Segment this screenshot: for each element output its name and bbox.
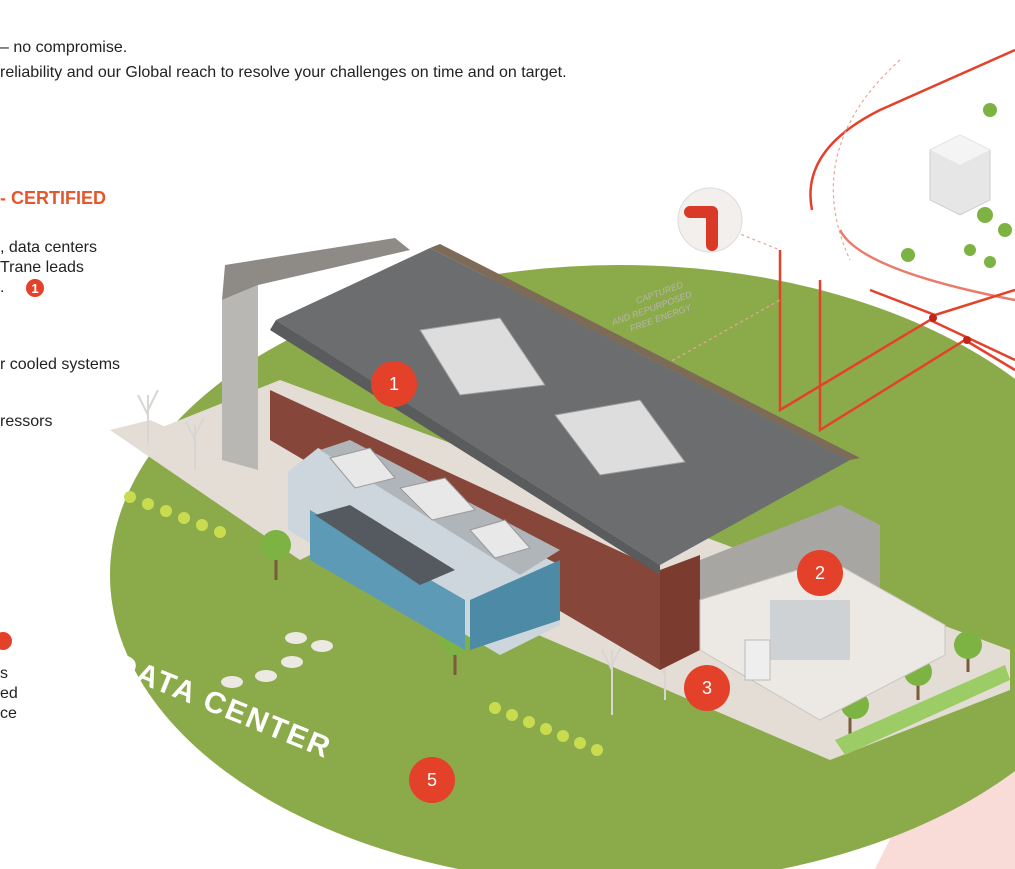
callout-3[interactable]: 3 xyxy=(684,665,730,711)
callout-2[interactable]: 2 xyxy=(797,550,843,596)
callout-5[interactable]: 5 xyxy=(409,757,455,803)
inline-badge-partial xyxy=(0,632,12,650)
section-heading: - CERTIFIED xyxy=(0,188,106,208)
shrub-row xyxy=(124,491,603,756)
main-building xyxy=(222,238,946,721)
body-line-compressors: ressors xyxy=(0,413,53,430)
bare-trees xyxy=(137,389,666,715)
hedge-strip xyxy=(835,665,1010,755)
body-line-cooled: r cooled systems xyxy=(0,356,121,373)
junction-dot xyxy=(929,314,937,322)
energy-lines xyxy=(778,48,1015,433)
pipe-elbow xyxy=(684,206,718,251)
body-line-1: , data centers xyxy=(0,239,97,256)
stepping-stones xyxy=(221,632,333,688)
body-line-3: . xyxy=(0,279,5,296)
callout-1[interactable]: 1 xyxy=(371,361,417,407)
body-line-bottom-1: s xyxy=(0,665,8,682)
body-line-bottom-3: ce xyxy=(0,705,17,722)
junction-dot xyxy=(963,336,971,344)
body-line-2: Trane leads xyxy=(0,259,84,276)
inline-badge: 1 xyxy=(26,279,44,297)
intro-line-2: reliability and our Global reach to reso… xyxy=(0,64,567,81)
city-buildings xyxy=(901,103,1012,268)
body-line-bottom-2: ed xyxy=(0,685,18,702)
intro-line-1: – no compromise. xyxy=(0,39,128,56)
